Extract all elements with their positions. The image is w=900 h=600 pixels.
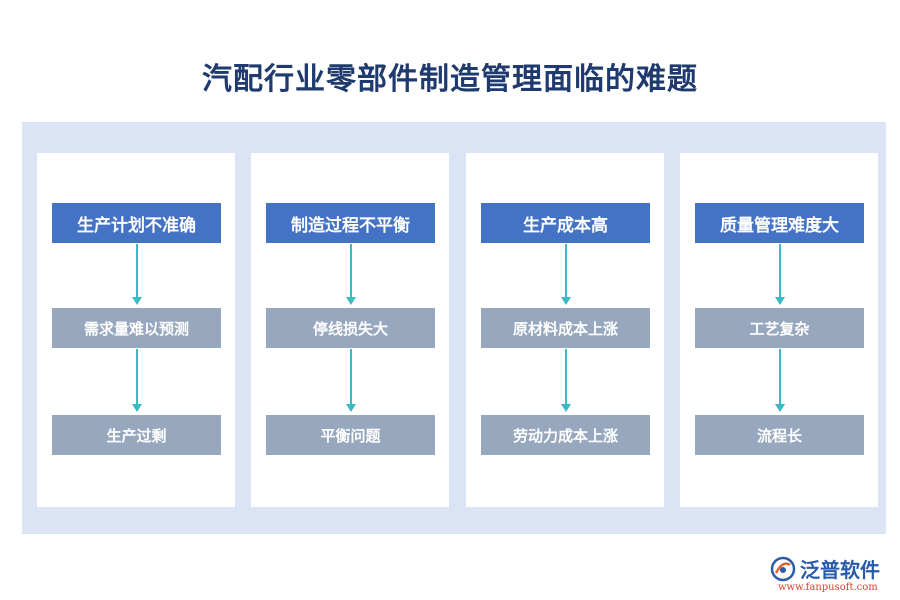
head-box: 生产计划不准确 bbox=[52, 203, 221, 243]
arrow-down bbox=[346, 349, 356, 412]
cause-box: 工艺复杂 bbox=[695, 308, 864, 348]
column-production-plan: 生产计划不准确 需求量难以预测 生产过剩 bbox=[37, 153, 235, 507]
head-box: 质量管理难度大 bbox=[695, 203, 864, 243]
column-production-cost: 生产成本高 原材料成本上涨 劳动力成本上涨 bbox=[466, 153, 664, 507]
cause-box: 需求量难以预测 bbox=[52, 308, 221, 348]
arrow-down bbox=[132, 244, 142, 305]
effect-box: 劳动力成本上涨 bbox=[481, 415, 650, 455]
cause-box: 原材料成本上涨 bbox=[481, 308, 650, 348]
effect-box: 生产过剩 bbox=[52, 415, 221, 455]
arrow-down bbox=[346, 244, 356, 305]
fanpu-logo-icon bbox=[770, 556, 796, 582]
head-box: 生产成本高 bbox=[481, 203, 650, 243]
logo-name: 泛普软件 bbox=[800, 558, 880, 582]
arrow-down bbox=[132, 349, 142, 412]
arrow-down bbox=[561, 244, 571, 305]
logo-url: www.fanpusoft.com bbox=[778, 582, 878, 593]
cause-box: 停线损失大 bbox=[266, 308, 435, 348]
arrow-down bbox=[561, 349, 571, 412]
effect-box: 流程长 bbox=[695, 415, 864, 455]
brand-logo: 泛普软件 www.fanpusoft.com bbox=[770, 554, 890, 598]
column-quality-management: 质量管理难度大 工艺复杂 流程长 bbox=[680, 153, 878, 507]
arrow-down bbox=[775, 244, 785, 305]
diagram-title: 汽配行业零部件制造管理面临的难题 bbox=[202, 62, 698, 97]
column-manufacturing-process: 制造过程不平衡 停线损失大 平衡问题 bbox=[251, 153, 449, 507]
arrow-down bbox=[775, 349, 785, 412]
head-box: 制造过程不平衡 bbox=[266, 203, 435, 243]
effect-box: 平衡问题 bbox=[266, 415, 435, 455]
